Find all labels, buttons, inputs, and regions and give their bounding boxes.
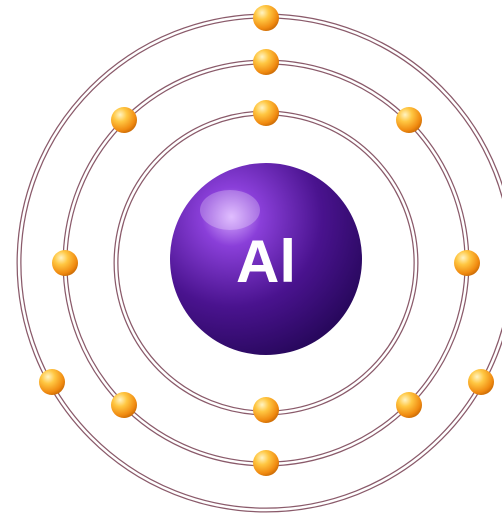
electron xyxy=(253,450,279,476)
electron xyxy=(253,49,279,75)
electron xyxy=(111,392,137,418)
electron xyxy=(468,369,494,395)
element-symbol: Al xyxy=(236,228,296,295)
electron xyxy=(39,369,65,395)
electron xyxy=(396,107,422,133)
electron xyxy=(52,250,78,276)
electron xyxy=(396,392,422,418)
electron xyxy=(253,397,279,423)
nucleus: Al xyxy=(170,163,362,355)
electron xyxy=(111,107,137,133)
electron xyxy=(454,250,480,276)
electron xyxy=(253,5,279,31)
electron xyxy=(253,100,279,126)
